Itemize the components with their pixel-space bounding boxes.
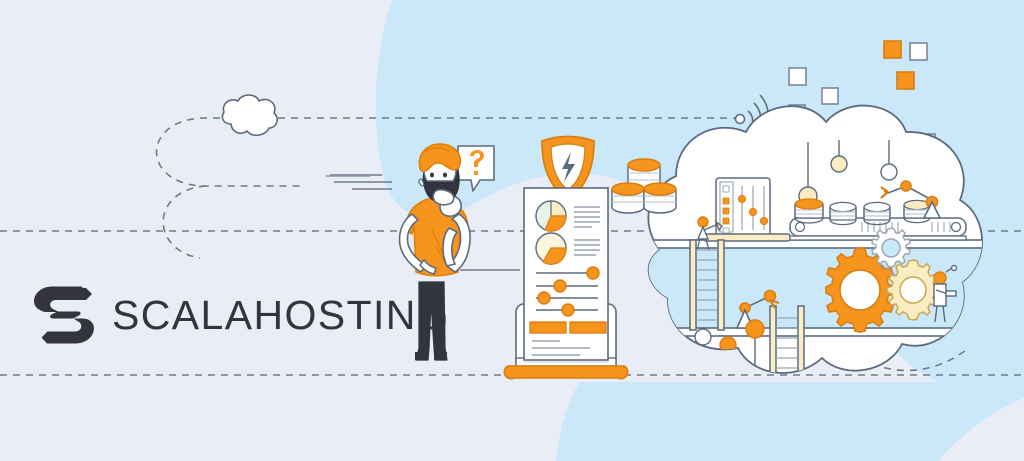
floor-pins <box>694 319 765 373</box>
cloud-factory <box>647 104 983 374</box>
background-grey-notch <box>938 398 1024 461</box>
conveyor-belt <box>789 198 967 241</box>
gear-medium <box>886 259 940 321</box>
ladder-left <box>689 239 725 331</box>
dashed-loop-path <box>155 117 740 187</box>
question-bubble <box>457 145 495 192</box>
gear-large <box>825 247 895 333</box>
doc-text-block-2 <box>574 239 600 256</box>
doc-buttons <box>529 321 607 334</box>
eye-right <box>443 172 447 178</box>
accent-rules <box>330 174 520 271</box>
cloud-marker <box>221 94 278 137</box>
pie-chart-2 <box>535 232 567 265</box>
conveyor-item <box>794 198 931 226</box>
control-panel <box>703 177 791 242</box>
lightning-bolt-icon <box>562 152 575 182</box>
doc-text-block-3 <box>532 340 590 356</box>
database-stack <box>611 158 677 214</box>
question-mark-icon <box>470 150 484 167</box>
dashed-loop-path-lower <box>162 185 207 259</box>
security-shield <box>541 135 595 201</box>
background-blue-shape-lower <box>556 382 1024 461</box>
doc-sliders <box>536 266 600 317</box>
factory-floor-band <box>648 248 983 330</box>
pie-chart-1 <box>535 200 567 232</box>
brand-name: SCALAHOSTING <box>112 291 451 338</box>
gear-small <box>871 227 911 268</box>
factory-worker-top <box>696 216 724 251</box>
robot-arm-conveyor <box>880 180 942 219</box>
scalahosting-s-mark <box>34 286 94 344</box>
hair <box>418 143 462 173</box>
report-document <box>523 187 609 361</box>
brand-lockup: SCALAHOSTING <box>34 285 450 345</box>
factory-worker-middle <box>933 264 958 323</box>
doc-text-block-1 <box>574 206 600 228</box>
thinking-person <box>398 143 495 361</box>
eye-left <box>430 172 434 178</box>
gear-group <box>825 227 940 333</box>
